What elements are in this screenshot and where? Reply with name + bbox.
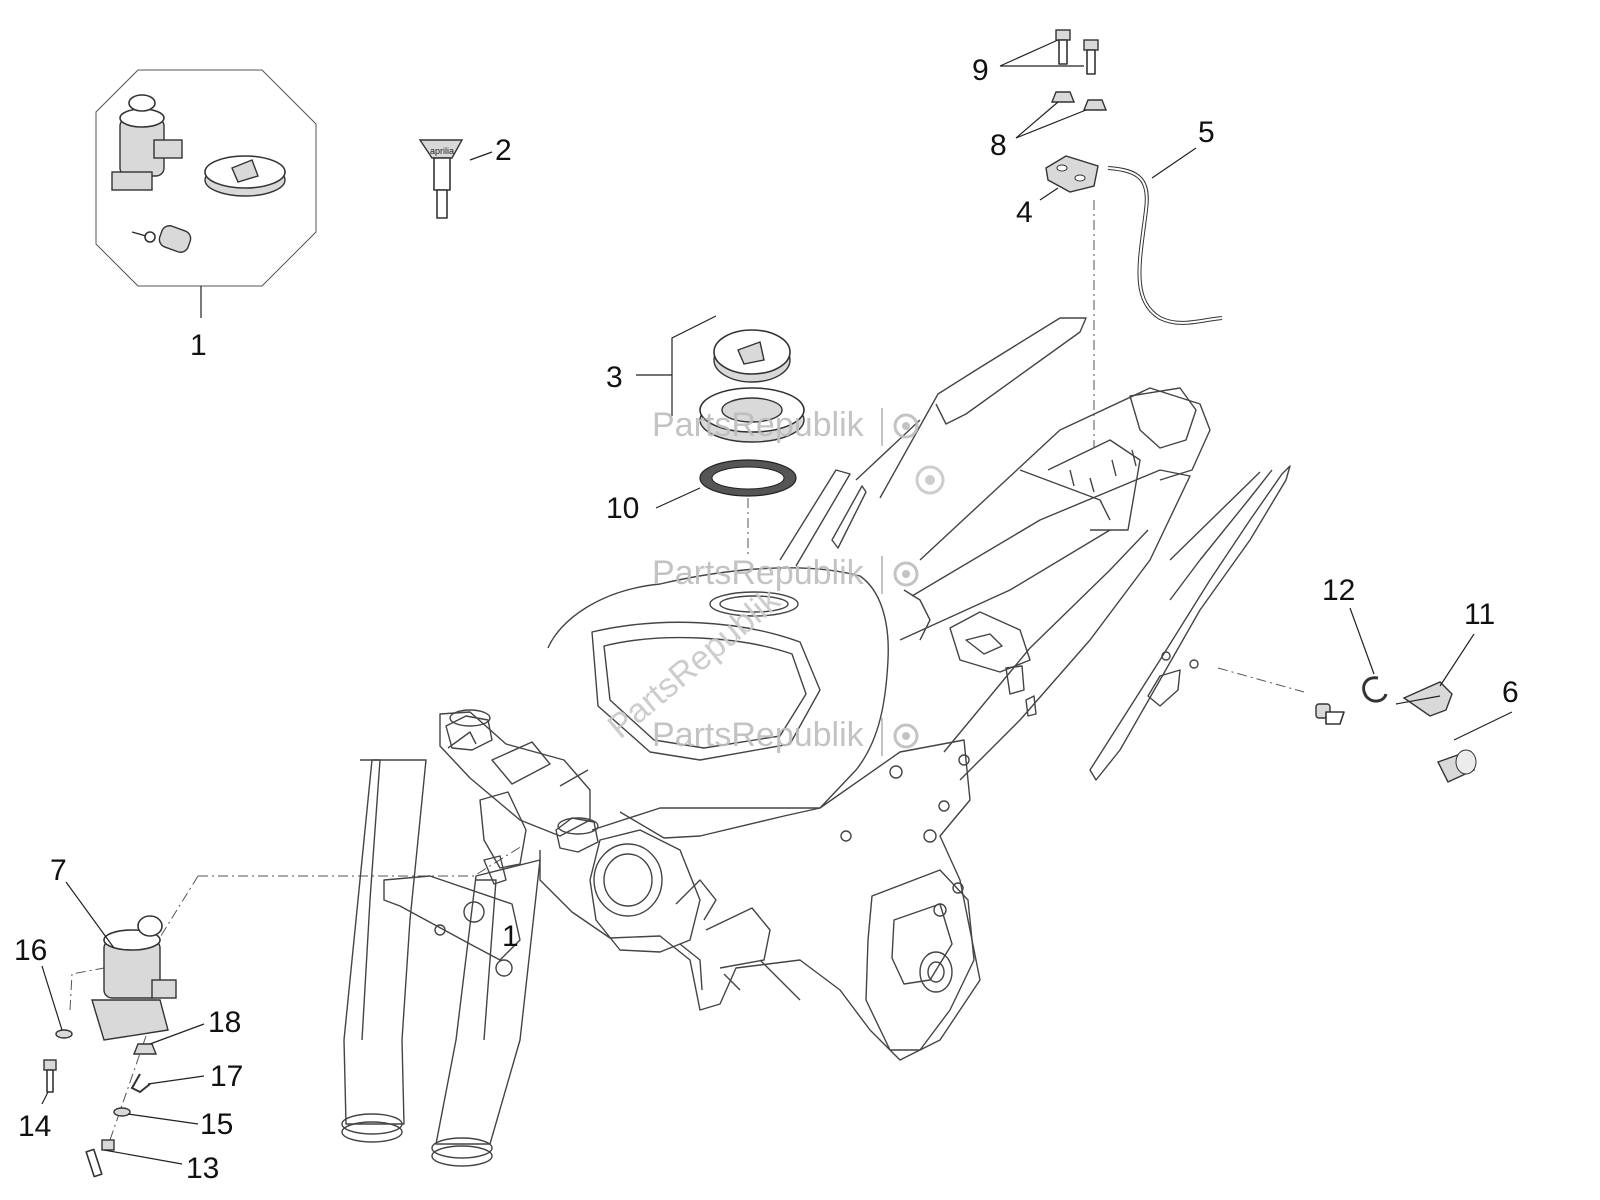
- axis-line: [109, 1035, 147, 1141]
- callout-11: 11: [1464, 598, 1495, 631]
- callout-18: 18: [208, 1006, 241, 1039]
- part-7-ignition-switch[interactable]: [65, 881, 177, 1041]
- callout-12: 12: [1322, 574, 1355, 607]
- part-14-screw[interactable]: [41, 1059, 57, 1105]
- part-3-filler-cap[interactable]: [636, 315, 805, 443]
- callout-14: 14: [18, 1110, 51, 1143]
- watermark-text: PartsRepublik: [652, 406, 865, 444]
- key-brand-text: aprilia: [430, 146, 454, 156]
- watermark-text: PartsRepublik: [652, 716, 865, 754]
- part-5-cable[interactable]: [1107, 147, 1223, 325]
- ignition-lock-icon: [111, 94, 183, 191]
- motorcycle-frame: [341, 317, 1291, 1167]
- callout-10: 10: [606, 492, 639, 525]
- bolt-icon: [1083, 39, 1099, 75]
- gear-icon: [881, 556, 919, 594]
- part-9-bolts[interactable]: [999, 29, 1099, 75]
- part-12-clip[interactable]: [1349, 607, 1388, 703]
- callout-1-secondary: 1: [502, 920, 519, 953]
- part-18-nut[interactable]: [132, 1023, 205, 1055]
- callout-6: 6: [1502, 676, 1519, 709]
- small-screw-icon: [131, 225, 192, 253]
- part-4-bracket[interactable]: [1039, 155, 1099, 201]
- callout-2: 2: [495, 134, 512, 167]
- part-2-key[interactable]: aprilia: [418, 139, 493, 219]
- fuel-cap-icon: [204, 155, 286, 197]
- callout-4: 4: [1016, 196, 1033, 229]
- watermark-text: PartsRepublik: [652, 554, 865, 592]
- axis-line: [1217, 667, 1305, 693]
- part-10-gasket[interactable]: [655, 459, 797, 509]
- callout-9: 9: [972, 54, 989, 87]
- callout-1: 1: [190, 329, 207, 362]
- callout-8: 8: [990, 129, 1007, 162]
- gear-icon: [881, 408, 919, 446]
- part-17-spring-clip[interactable]: [130, 1073, 205, 1094]
- part-8-washers[interactable]: [1015, 91, 1108, 139]
- gear-icon: [915, 465, 945, 495]
- callout-13: 13: [186, 1152, 219, 1185]
- part-1-lock-kit[interactable]: [95, 69, 317, 318]
- callout-15: 15: [200, 1108, 233, 1141]
- part-15-washer[interactable]: [113, 1107, 199, 1125]
- watermark: PartsRepublik PartsRepublik PartsRepubli…: [601, 406, 945, 756]
- axis-line: [198, 845, 523, 877]
- bolt-icon: [1055, 29, 1071, 65]
- part-13-bolt[interactable]: [85, 1139, 183, 1178]
- part-11-latch[interactable]: [1395, 633, 1475, 717]
- callout-7: 7: [50, 854, 67, 887]
- callout-16: 16: [14, 934, 47, 967]
- callout-3: 3: [606, 361, 623, 394]
- gear-icon: [881, 718, 919, 756]
- callout-17: 17: [210, 1060, 243, 1093]
- callout-5: 5: [1198, 116, 1215, 149]
- part-6-seat-lock[interactable]: [1315, 703, 1513, 783]
- part-16-washer[interactable]: [41, 965, 73, 1039]
